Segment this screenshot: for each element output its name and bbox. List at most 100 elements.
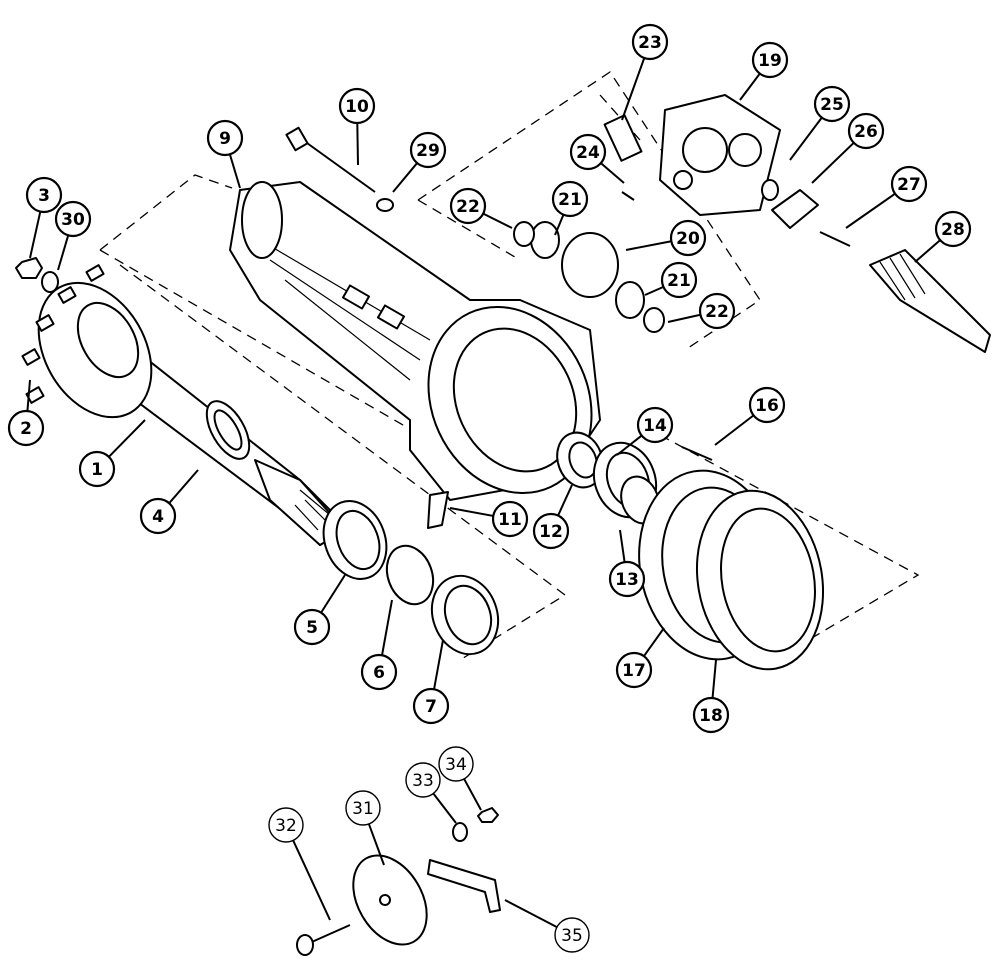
callout-number: 27 <box>897 175 921 195</box>
callout-35: 35 <box>554 917 590 953</box>
callout-number: 2 <box>20 419 32 439</box>
callout-4: 4 <box>139 497 177 535</box>
callout-leader-line <box>367 823 385 866</box>
callout-bubble <box>293 608 331 646</box>
callout-22: 22 <box>449 187 487 225</box>
callout-12: 12 <box>532 512 570 550</box>
callout-17: 17 <box>615 651 653 689</box>
callout-number: 10 <box>345 97 369 117</box>
ring-gear-assembly <box>638 469 825 671</box>
callout-bubble <box>360 653 398 691</box>
callout-10: 10 <box>338 87 376 125</box>
callout-bubble <box>139 497 177 535</box>
callout-leader-line <box>625 240 672 251</box>
callout-14: 14 <box>636 406 674 444</box>
callout-bubble <box>890 165 928 203</box>
callout-1: 1 <box>78 450 116 488</box>
callout-number: 20 <box>676 229 700 249</box>
callout-leader-line <box>621 57 646 121</box>
callout-29: 29 <box>409 131 447 169</box>
callout-leader-line <box>616 434 643 456</box>
callout-leader-line <box>392 162 418 193</box>
callout-bubble <box>751 41 789 79</box>
callout-leader-line <box>449 507 494 517</box>
callout-leader-line <box>356 122 359 166</box>
callout-leader-line <box>57 235 70 271</box>
callout-leader-line <box>557 484 573 516</box>
callout-25: 25 <box>813 85 851 123</box>
callout-27: 27 <box>890 165 928 203</box>
callout-leader-line <box>433 639 444 690</box>
callout-number: 30 <box>61 210 85 230</box>
callout-bubble <box>748 386 786 424</box>
callout-bubble <box>554 917 590 953</box>
callout-leader-line <box>29 211 42 259</box>
callout-bubble <box>438 746 474 782</box>
callout-6: 6 <box>360 653 398 691</box>
callout-number: 4 <box>152 507 164 527</box>
callout-23: 23 <box>631 23 669 61</box>
callout-30: 30 <box>54 200 92 238</box>
callout-leader-line <box>914 239 941 263</box>
callout-bubble <box>615 651 653 689</box>
callout-leader-line <box>644 285 664 296</box>
callout-number: 9 <box>219 129 231 149</box>
callout-number: 29 <box>416 141 440 161</box>
callout-leader-line <box>463 778 482 811</box>
callout-number: 13 <box>615 570 639 590</box>
callout-leader-line <box>554 214 565 236</box>
callout-5: 5 <box>293 608 331 646</box>
callout-number: 11 <box>498 510 522 530</box>
callout-leader-line <box>643 627 665 657</box>
callout-number: 14 <box>643 416 667 436</box>
axle-shaft-assembly <box>15 257 346 546</box>
callout-21: 21 <box>551 180 589 218</box>
callout-number: 6 <box>373 663 385 683</box>
callout-leader-line <box>108 419 146 458</box>
callout-number: 22 <box>705 302 729 322</box>
callout-number: 25 <box>820 95 844 115</box>
callout-number: 22 <box>456 197 480 217</box>
callout-number: 21 <box>558 190 582 210</box>
callout-leader-line <box>811 142 855 184</box>
callout-bubble <box>631 23 669 61</box>
callout-11: 11 <box>491 500 529 538</box>
callout-32: 32 <box>268 807 304 843</box>
callout-leader-line <box>381 599 393 656</box>
callout-28: 28 <box>934 210 972 248</box>
callout-leader-line <box>739 72 761 101</box>
housing-bolt <box>285 126 394 212</box>
callout-bubble <box>345 790 381 826</box>
callout-bubble <box>54 200 92 238</box>
callout-number: 28 <box>941 220 965 240</box>
callout-bubble <box>449 187 487 225</box>
callout-number: 31 <box>352 799 374 819</box>
callout-leader-line <box>228 153 241 189</box>
hub-studs <box>21 264 105 404</box>
callout-bubble <box>409 131 447 169</box>
callout-leader-line <box>482 212 513 229</box>
callout-2: 2 <box>7 409 45 447</box>
callout-bubble <box>551 180 589 218</box>
callout-number: 3 <box>38 186 50 206</box>
callout-24: 24 <box>569 133 607 171</box>
callout-bubble <box>692 696 730 734</box>
callout-number: 21 <box>667 271 691 291</box>
callout-13: 13 <box>608 560 646 598</box>
inner-bearing-set <box>322 500 500 656</box>
callout-31: 31 <box>345 790 381 826</box>
callout-leader-line <box>504 899 558 929</box>
callout-bubble <box>813 85 851 123</box>
breather-plug <box>427 491 449 529</box>
callout-bubble <box>660 261 698 299</box>
callout-26: 26 <box>847 112 885 150</box>
callout-bubble <box>78 450 116 488</box>
callout-leader-line <box>320 574 346 614</box>
axle-housing <box>229 181 601 501</box>
callout-bubble <box>669 219 707 257</box>
callout-number: 12 <box>539 522 563 542</box>
callout-number: 1 <box>91 460 103 480</box>
callout-bubble <box>847 112 885 150</box>
callout-number: 24 <box>576 143 600 163</box>
